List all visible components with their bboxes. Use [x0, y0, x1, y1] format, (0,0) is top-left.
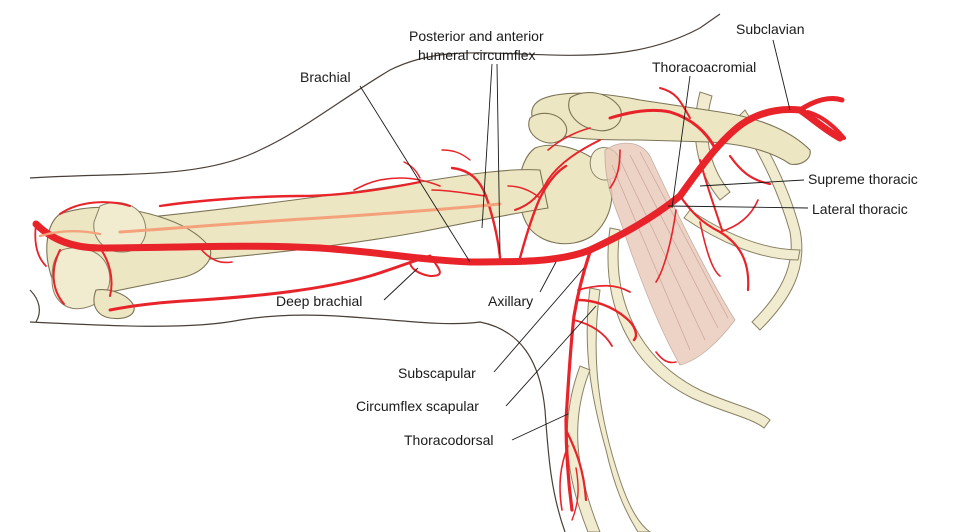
- label-deep-brachial: Deep brachial: [276, 293, 362, 309]
- leader-lines: [359, 39, 809, 441]
- label-thoracodorsal: Thoracodorsal: [404, 432, 494, 448]
- label-subscapular: Subscapular: [398, 365, 476, 381]
- thoracodorsal-artery: [564, 428, 588, 502]
- label-thoracoacromial: Thoracoacromial: [652, 59, 756, 75]
- subscapular-artery: [564, 250, 592, 512]
- label-humeral-circumflex-line1: Posterior and anterior: [409, 28, 544, 44]
- label-brachial: Brachial: [300, 69, 351, 85]
- arteries: [32, 87, 846, 521]
- pectoral-muscle: [604, 142, 736, 366]
- deep-brachial-artery: [108, 254, 432, 312]
- label-subclavian: Subclavian: [736, 21, 805, 37]
- label-supreme-thoracic: Supreme thoracic: [808, 171, 918, 187]
- label-humeral-circumflex-line2: humeral circumflex: [418, 47, 535, 63]
- label-circumflex-scapular: Circumflex scapular: [356, 398, 479, 414]
- subclavian-artery: [32, 106, 844, 266]
- labels: Subclavian Posterior and anterior humera…: [276, 21, 918, 448]
- label-axillary: Axillary: [488, 293, 533, 309]
- label-lateral-thoracic: Lateral thoracic: [812, 201, 908, 217]
- circumflex-scapular-artery: [576, 298, 638, 342]
- thoracoacromial-artery: [608, 108, 717, 150]
- supreme-thoracic-artery: [728, 154, 772, 186]
- body-outline: [29, 13, 721, 532]
